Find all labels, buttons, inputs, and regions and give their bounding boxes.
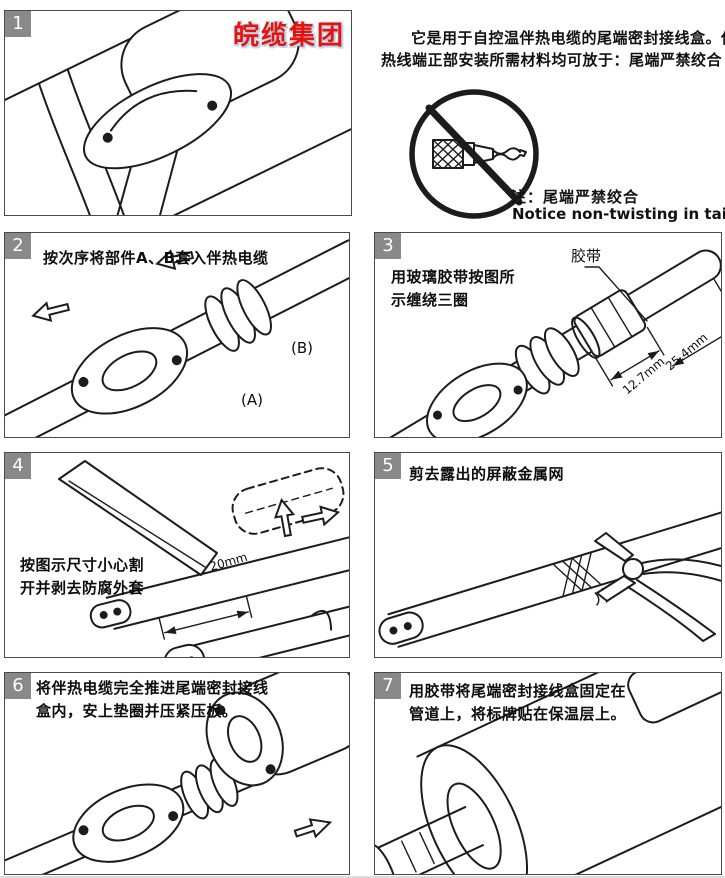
note-chinese: 注：尾端严禁绞合 xyxy=(511,188,640,206)
panel-step-6: 6 将伴热电缆完全推进尾端密封接线 盒内，安上垫圈并压紧压板。 xyxy=(4,672,350,875)
step-number-badge: 6 xyxy=(5,673,31,699)
cut-jacket-illustration: 20mm xyxy=(58,460,349,657)
intro-text-line2: 热线端正部安装所需材料均可放于：尾端严禁绞合 xyxy=(381,51,723,69)
step-4-caption-line1: 按图示尺寸小心割 xyxy=(20,556,145,574)
parts-a-b-on-cable-illustration: (A) (B) xyxy=(5,238,349,437)
step-3-caption-line1: 用玻璃胶带按图所 xyxy=(391,268,516,286)
panel-step-2: (A) (B) 2 按次序将部件A、B套入伴热电缆 xyxy=(4,232,350,438)
step-6-caption-line2: 盒内，安上垫圈并压紧压板。 xyxy=(36,702,238,720)
push-into-box-illustration xyxy=(5,673,349,874)
step-7-caption: 用胶带将尾端密封接线盒固定在 管道上，将标牌贴在保温层上。 xyxy=(409,680,626,726)
step-number-badge: 1 xyxy=(5,11,31,37)
step-3-caption: 用玻璃胶带按图所 示缠绕三圈 xyxy=(391,266,515,312)
cut-shield-illustration xyxy=(378,499,721,648)
step-number-badge: 5 xyxy=(375,453,401,479)
step-number-badge: 3 xyxy=(375,233,401,259)
fix-on-pipe-illustration xyxy=(375,673,721,874)
panel-step-1: 1 皖缆集团 xyxy=(4,10,352,216)
tape-wrap-illustration: 12.7mm 25.4mm 胶带 xyxy=(378,247,721,437)
step-7-caption-line2: 管道上，将标牌贴在保温层上。 xyxy=(409,705,627,723)
step-5-caption: 剪去露出的屏蔽金属网 xyxy=(409,465,565,483)
step-7-caption-line1: 用胶带将尾端密封接线盒固定在 xyxy=(409,682,627,700)
panel-step-3: 12.7mm 25.4mm 胶带 3 用玻璃胶带按图所 示缠绕三圈 xyxy=(374,232,722,438)
page-bottom-edge xyxy=(0,876,725,878)
no-twisting-icon xyxy=(409,89,539,219)
step-number-badge: 4 xyxy=(5,453,31,479)
brand-title: 皖缆集团 xyxy=(232,21,345,51)
pipe-with-end-seal-illustration xyxy=(5,11,351,215)
tape-label: 胶带 xyxy=(571,247,601,265)
dim-25-4mm-label: 25.4mm xyxy=(663,330,710,373)
step-number-badge: 2 xyxy=(5,233,31,259)
step-2-caption: 按次序将部件A、B套入伴热电缆 xyxy=(43,249,269,267)
panel-step-4: 20mm 4 按图示尺寸小心割 开并剥去防腐外套 xyxy=(4,452,350,658)
part-a-label: (A) xyxy=(241,391,263,409)
step-4-caption: 按图示尺寸小心割 开并剥去防腐外套 xyxy=(20,554,144,600)
step-4-caption-line2: 开并剥去防腐外套 xyxy=(20,579,145,597)
step-6-caption: 将伴热电缆完全推进尾端密封接线 盒内，安上垫圈并压紧压板。 xyxy=(36,677,269,723)
panel-step-7: 7 用胶带将尾端密封接线盒固定在 管道上，将标牌贴在保温层上。 xyxy=(374,672,722,875)
part-b-label: (B) xyxy=(291,339,313,357)
step-3-caption-line2: 示缠绕三圈 xyxy=(391,291,469,309)
step-number-badge: 7 xyxy=(375,673,401,699)
panel-step-5: 5 剪去露出的屏蔽金属网 xyxy=(374,452,722,658)
intro-text-line1: 它是用于自控温伴热电缆的尾端密封接线盒。伴 xyxy=(411,29,725,47)
note-english: Notice non-twisting in tail xyxy=(512,205,725,223)
step-6-caption-line1: 将伴热电缆完全推进尾端密封接线 xyxy=(36,679,269,697)
